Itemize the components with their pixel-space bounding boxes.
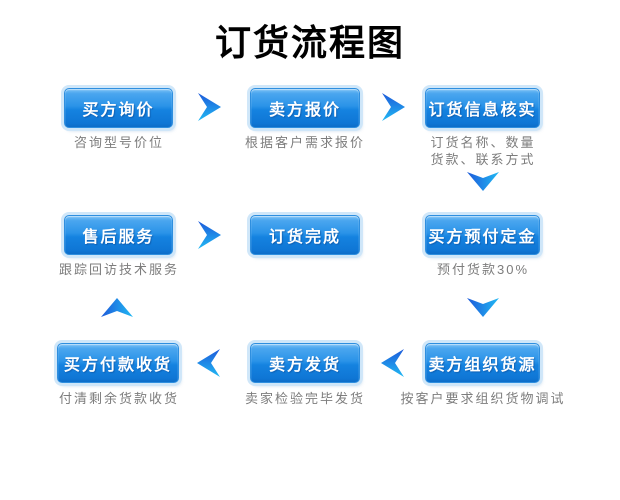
caption-buyer-pay-receive: 付清剩余货款收货 [58, 391, 179, 406]
step-after-sales[interactable]: 售后服务 [64, 215, 173, 255]
step-buyer-pay-receive[interactable]: 买方付款收货 [57, 343, 179, 383]
arrow-up-icon [101, 298, 133, 317]
caption-order-info-verify: 订货名称、数量 货款、联系方式 [383, 134, 583, 168]
caption-line-1: 订货名称、数量 [430, 135, 536, 150]
step-order-info-verify[interactable]: 订货信息核实 [425, 88, 540, 128]
caption-seller-quote: 根据客户需求报价 [244, 135, 365, 150]
arrow-down-icon [467, 172, 499, 191]
caption-seller-ship: 卖家检验完毕发货 [244, 391, 365, 406]
caption-line-2: 货款、联系方式 [430, 152, 536, 167]
step-order-complete[interactable]: 订货完成 [250, 215, 360, 255]
step-seller-ship[interactable]: 卖方发货 [250, 343, 360, 383]
arrow-left-icon [381, 349, 404, 377]
arrow-right-icon [198, 221, 221, 249]
arrow-right-icon [198, 93, 221, 121]
caption-buyer-deposit: 预付货款30% [436, 262, 530, 277]
caption-seller-source: 按客户要求组织货物调试 [400, 391, 566, 406]
page-title: 订货流程图 [214, 22, 405, 63]
step-buyer-inquiry[interactable]: 买方询价 [64, 88, 173, 128]
arrow-right-icon [382, 93, 405, 121]
arrow-down-icon [467, 298, 499, 317]
arrow-left-icon [197, 349, 220, 377]
step-seller-source[interactable]: 卖方组织货源 [425, 343, 540, 383]
step-buyer-deposit[interactable]: 买方预付定金 [425, 215, 540, 255]
caption-after-sales: 跟踪回访技术服务 [58, 262, 179, 277]
step-seller-quote[interactable]: 卖方报价 [250, 88, 360, 128]
caption-buyer-inquiry: 咨询型号价位 [73, 135, 164, 150]
